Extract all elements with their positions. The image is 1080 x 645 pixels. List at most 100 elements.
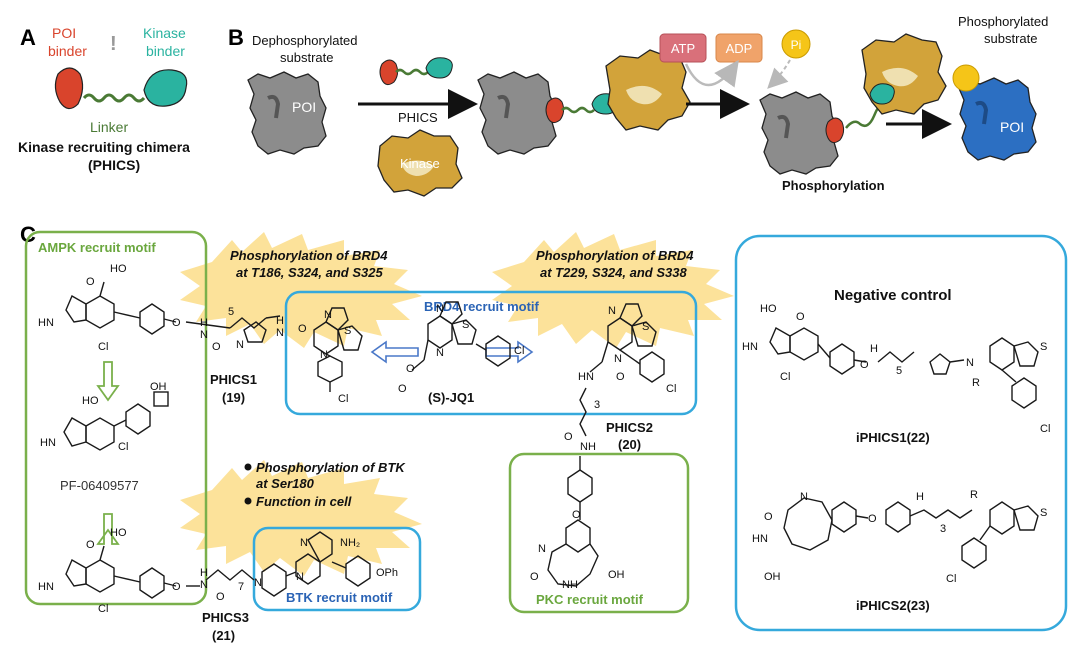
phics3-n: N bbox=[200, 579, 208, 591]
phos-poi-final-pocket bbox=[975, 100, 989, 125]
iphics2-h: H bbox=[916, 491, 924, 503]
pi-circle bbox=[781, 29, 811, 59]
phics3-number: (21) bbox=[212, 628, 235, 643]
sjq1-s: S bbox=[462, 319, 469, 331]
btk-n1: N bbox=[300, 537, 308, 549]
ampk-o-ether-bottom: O bbox=[172, 581, 181, 593]
btk-n2: N bbox=[296, 571, 304, 583]
pi-label: Pi bbox=[791, 38, 802, 52]
iphics1-n: N bbox=[966, 357, 974, 369]
phos-kinase-binder bbox=[869, 83, 895, 105]
brd4-left-n1: N bbox=[324, 309, 332, 321]
phics3-label: PHICS3 bbox=[202, 610, 249, 625]
phics3-subscript-7: 7 bbox=[238, 581, 244, 593]
callout-3-bullet-1 bbox=[244, 463, 252, 471]
phics3-h: H bbox=[200, 567, 208, 579]
btk-motif-label: BTK recruit motif bbox=[286, 590, 393, 605]
phics1-n: N bbox=[200, 329, 208, 341]
phics-poi-binder bbox=[379, 59, 399, 86]
iphics2-n-methyl: N bbox=[800, 491, 808, 503]
phos-kinase-pocket bbox=[882, 67, 918, 87]
kinase-binder-label-1: Kinase bbox=[143, 25, 186, 41]
panel-c: Phosphorylation of BRD4 at T186, S324, a… bbox=[24, 230, 1068, 643]
hollow-arrow-left bbox=[370, 340, 419, 364]
ampk-arrow-up bbox=[96, 361, 120, 402]
phics1-o: O bbox=[212, 341, 221, 353]
callout-3-bullet-2 bbox=[244, 497, 252, 505]
phosphate-circle bbox=[952, 64, 980, 92]
brd4-right-s: S bbox=[642, 321, 649, 333]
btk-n-pip: N bbox=[254, 577, 262, 589]
brd4-right-n2: N bbox=[614, 353, 622, 365]
ampk-o-bottom: O bbox=[86, 539, 95, 551]
phics2-label: PHICS2 bbox=[606, 420, 653, 435]
complex-poi-pocket bbox=[497, 94, 511, 119]
phosphorylation-label: Phosphorylation bbox=[782, 178, 885, 193]
iphics2-cl: Cl bbox=[946, 573, 956, 585]
brd4-right-n1: N bbox=[608, 305, 616, 317]
phics1-linker bbox=[229, 315, 281, 343]
poi-binder-label-1: POI bbox=[52, 25, 76, 41]
iphics1-h: H bbox=[870, 343, 878, 355]
iphics1-r: R bbox=[972, 377, 980, 389]
phics3-o: O bbox=[216, 591, 225, 603]
complex-poi-binder bbox=[545, 97, 565, 124]
ampk-ho-bottom: HO bbox=[110, 527, 127, 539]
callout-1-line-1: Phosphorylation of BRD4 bbox=[230, 248, 388, 263]
kinase-binder-label-2: binder bbox=[146, 43, 185, 59]
ampk-o-top: O bbox=[86, 276, 95, 288]
linker-label: Linker bbox=[90, 119, 128, 135]
brd4-left-s: S bbox=[344, 325, 351, 337]
sjq1-label: (S)-JQ1 bbox=[428, 390, 474, 405]
ampk-arrow-down bbox=[96, 513, 120, 545]
iphics2-hn: HN bbox=[752, 533, 768, 545]
panel-label-b: B bbox=[228, 25, 244, 50]
btk-oph: OPh bbox=[376, 567, 398, 579]
phics-arrow-label: PHICS bbox=[398, 110, 438, 125]
btk-nh2: NH₂ bbox=[340, 537, 360, 549]
sjq1-structure bbox=[411, 301, 511, 371]
phics2-o: O bbox=[564, 431, 573, 443]
pkc-o: O bbox=[572, 509, 581, 521]
phics2-linker-chain bbox=[579, 387, 587, 437]
callout-1-line-2: at T186, S324, and S325 bbox=[236, 265, 383, 280]
separator-mark: ! bbox=[110, 33, 117, 55]
pkc-motif-box bbox=[508, 452, 690, 614]
iphics2-s: S bbox=[1040, 507, 1047, 519]
panel-b: Dephosphorylated substrate POI PHICS Kin… bbox=[247, 14, 1048, 197]
iphics2-o-ether: O bbox=[868, 513, 877, 525]
poi-pocket bbox=[267, 94, 281, 119]
brd4-right-o: O bbox=[616, 371, 625, 383]
phics2-subscript-3: 3 bbox=[594, 399, 600, 411]
adp-label: ADP bbox=[726, 41, 753, 56]
poi-label: POI bbox=[292, 99, 316, 115]
chimera-title: Kinase recruiting chimera bbox=[18, 139, 190, 155]
pkc-motif-label: PKC recruit motif bbox=[536, 592, 644, 607]
kinase-label: Kinase bbox=[400, 156, 440, 171]
panel-label-a: A bbox=[20, 25, 36, 50]
ampk-hn-top: HN bbox=[38, 317, 54, 329]
iphics1-cl2: Cl bbox=[1040, 423, 1050, 435]
btk-motif-box bbox=[252, 526, 422, 612]
brd4-left-o: O bbox=[298, 323, 307, 335]
complex-kinase-pocket bbox=[626, 85, 662, 105]
phos-poi-binder bbox=[825, 117, 845, 144]
iphics1-subscript-5: 5 bbox=[896, 365, 902, 377]
sjq1-n2: N bbox=[436, 347, 444, 359]
ampk-ho-top: HO bbox=[110, 263, 127, 275]
iphics2-structure bbox=[783, 497, 1039, 569]
negative-control-box bbox=[734, 234, 1068, 632]
phics1-nh-n: N bbox=[276, 327, 284, 339]
phics2-nh: NH bbox=[580, 441, 596, 453]
phics1-triazole-n: N bbox=[236, 339, 244, 351]
callout-burst-3 bbox=[180, 460, 422, 576]
iphics2-o: O bbox=[764, 511, 773, 523]
phics1-h: H bbox=[200, 317, 208, 329]
pf-cl: Cl bbox=[118, 441, 128, 453]
callout-burst-2 bbox=[492, 232, 734, 348]
poi-substrate-shape bbox=[247, 71, 327, 155]
sjq1-o2: O bbox=[398, 383, 407, 395]
ampk-structure-bottom bbox=[65, 545, 255, 599]
ampk-motif-box bbox=[24, 230, 208, 606]
iphics1-hn: HN bbox=[742, 341, 758, 353]
